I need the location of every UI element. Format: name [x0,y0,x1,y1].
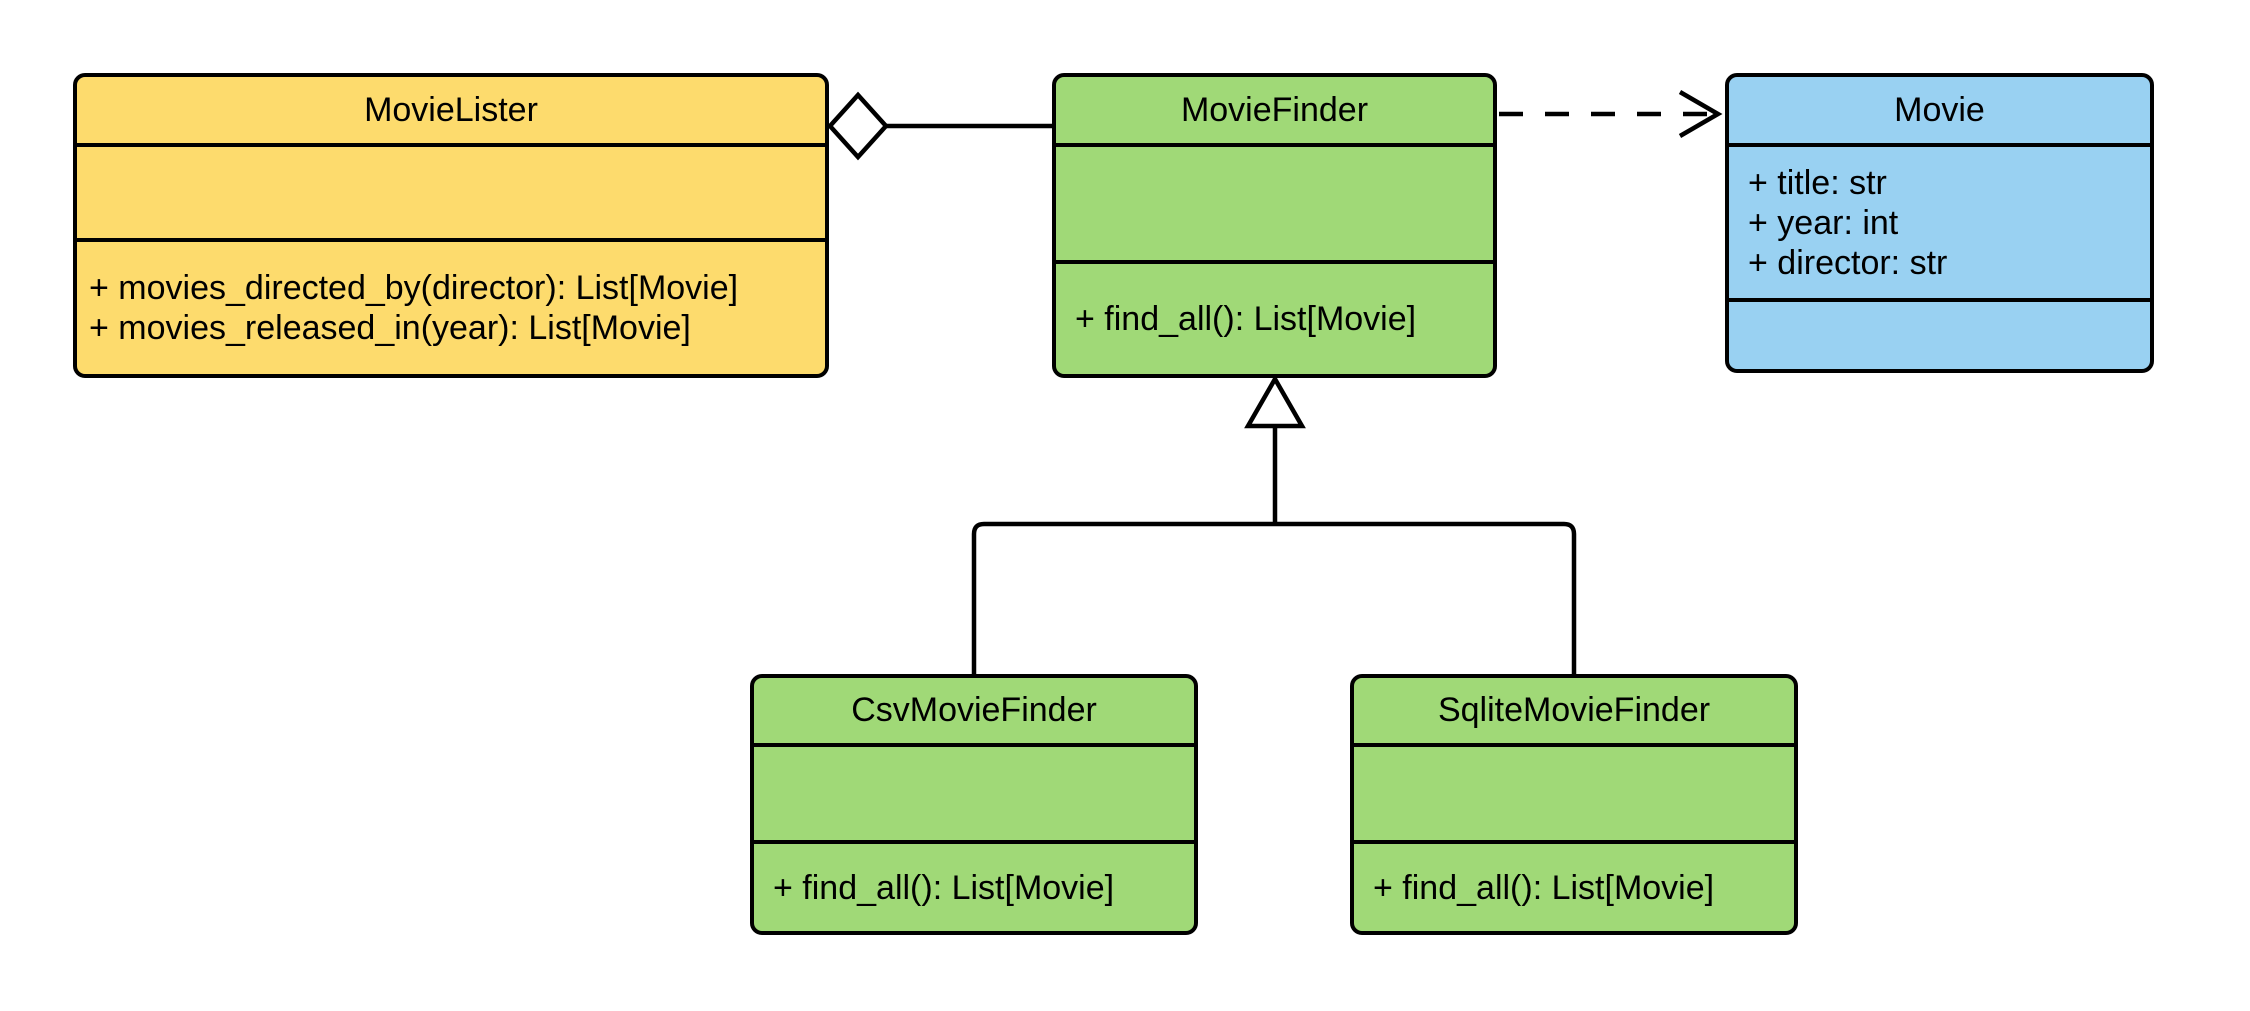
method-item: + find_all(): List[Movie] [1075,300,1417,338]
class-name: CsvMovieFinder [851,691,1097,729]
attribute-item: + year: int [1748,203,1899,242]
class-name: MovieLister [364,90,538,129]
class-name: Movie [1894,90,1985,129]
attributes-compartment: + title: str + year: int + director: str [1729,143,2150,298]
class-movielister: MovieLister + movies_directed_by(directo… [73,73,829,378]
method-item: + movies_directed_by(director): List[Mov… [89,269,739,307]
attributes-compartment [77,143,825,238]
class-moviefinder: MovieFinder + find_all(): List[Movie] [1052,73,1497,378]
attributes-compartment [754,743,1194,840]
attribute-item: + director: str [1748,243,1948,282]
class-movie: Movie + title: str + year: int + directo… [1725,73,2154,373]
attributes-compartment [1056,143,1493,260]
methods-compartment: + find_all(): List[Movie] [1056,260,1493,374]
method-item: + find_all(): List[Movie] [773,868,1115,907]
methods-compartment: + movies_directed_by(director): List[Mov… [77,238,825,374]
inheritance-connector [971,374,1577,676]
methods-compartment: + find_all(): List[Movie] [1354,840,1794,931]
class-sqlitemoviefinder: SqliteMovieFinder + find_all(): List[Mov… [1350,674,1798,935]
aggregation-diamond [826,91,890,161]
dependency-connector [1499,90,1723,138]
class-csvmoviefinder: CsvMovieFinder + find_all(): List[Movie] [750,674,1198,935]
class-name: SqliteMovieFinder [1437,691,1711,729]
inheritance-branch [971,521,1577,676]
aggregation-connector [826,91,1056,161]
attributes-compartment [1354,743,1794,840]
method-item: + movies_released_in(year): List[Movie] [89,309,691,347]
inheritance-triangle [1244,374,1306,429]
methods-compartment: + find_all(): List[Movie] [754,840,1194,931]
methods-compartment [1729,298,2150,369]
class-name: MovieFinder [1180,90,1369,129]
attribute-item: + title: str [1748,163,1887,202]
dependency-arrowhead [1678,90,1723,138]
method-item: + find_all(): List[Movie] [1373,868,1715,907]
